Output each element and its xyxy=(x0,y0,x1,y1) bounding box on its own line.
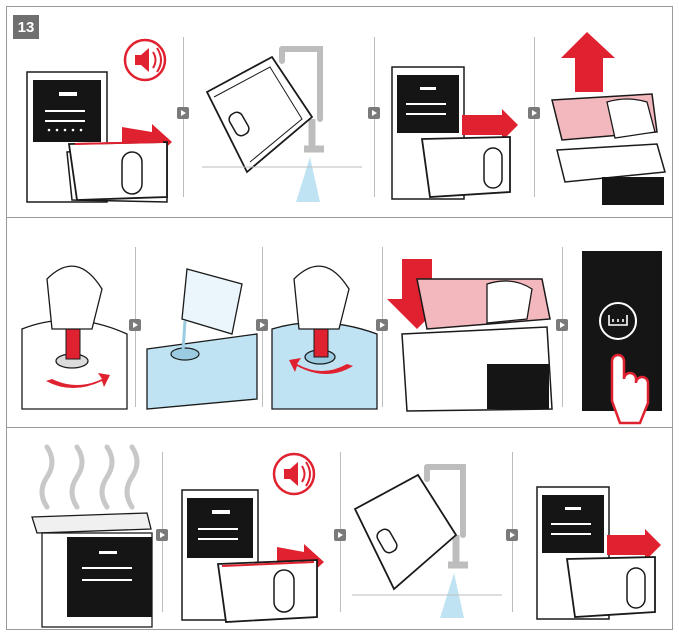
panel-open-drain xyxy=(21,265,128,410)
panel-basket-out-alert xyxy=(26,38,172,203)
hand-pointer-icon xyxy=(610,353,650,425)
panel-basket-out-alert-2 xyxy=(181,452,324,623)
steam-button-icon xyxy=(599,302,637,340)
instruction-page: 13 xyxy=(6,6,673,630)
panel-basket-out-2 xyxy=(536,486,661,620)
next-step-arrow-icon xyxy=(506,529,518,541)
next-step-arrow-icon xyxy=(556,319,568,331)
next-step-arrow-icon xyxy=(156,529,168,541)
next-step-arrow-icon xyxy=(256,319,268,331)
panel-fill-water xyxy=(146,268,258,410)
next-step-arrow-icon xyxy=(368,107,380,119)
next-step-arrow-icon xyxy=(376,319,388,331)
panel-steam-rising xyxy=(31,444,153,628)
next-step-arrow-icon xyxy=(334,529,346,541)
panel-press-lid xyxy=(387,259,553,412)
row-divider xyxy=(7,217,672,218)
step-number-badge: 13 xyxy=(13,15,39,39)
panel-basket-out xyxy=(391,66,518,200)
next-step-arrow-icon xyxy=(177,107,189,119)
panel-rinse-basket xyxy=(202,46,362,202)
panel-rinse-basket-2 xyxy=(352,464,502,618)
panel-touch-steam xyxy=(582,251,662,425)
panel-close-drain xyxy=(271,265,378,410)
row-divider xyxy=(7,427,672,428)
next-step-arrow-icon xyxy=(528,107,540,119)
next-step-arrow-icon xyxy=(129,319,141,331)
panel-lift-lid xyxy=(551,32,666,205)
